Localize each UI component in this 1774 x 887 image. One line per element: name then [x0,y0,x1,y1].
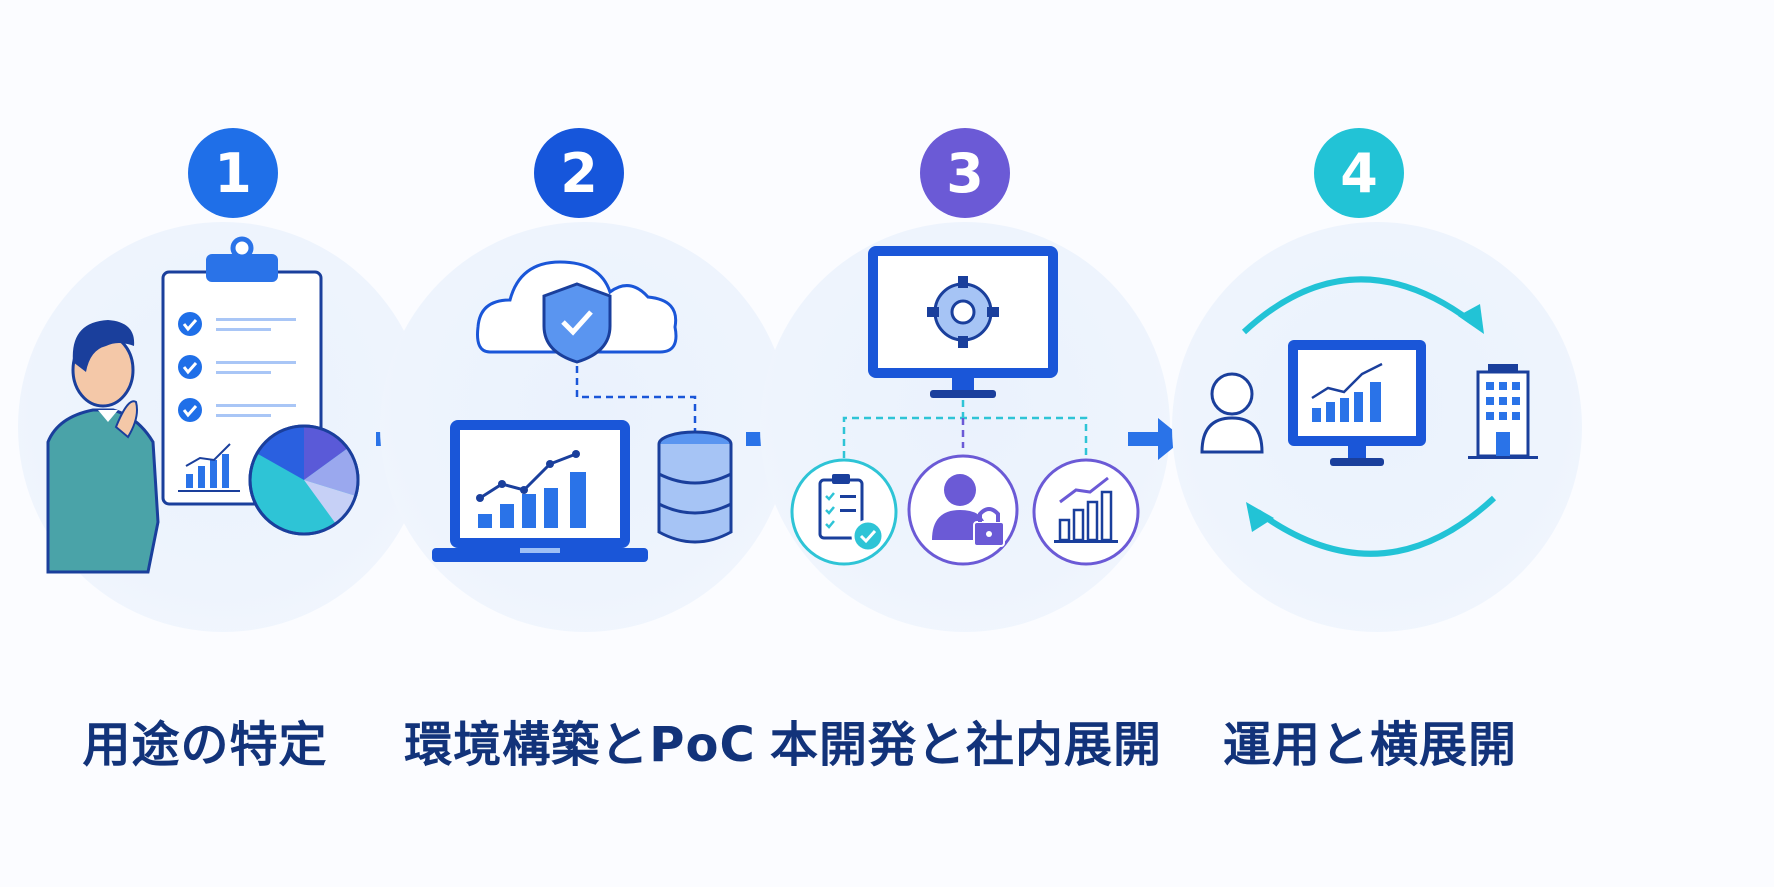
pie-chart-icon [248,424,360,536]
check-icon [178,312,202,336]
building-icon [1468,364,1538,459]
step-illustration [432,260,733,562]
check-icon [178,355,202,379]
shield-check-icon [542,282,612,364]
laptop-icon [432,420,648,562]
step-illustration [46,236,360,574]
gear-icon [927,276,999,348]
step-number-badge: 4 [1314,128,1404,218]
step-1: 1 [0,0,428,887]
cycle-arrows-icon [1241,276,1497,557]
database-icon [657,430,733,544]
step-3: 3 [756,0,1176,887]
step-2: 2 環境構築とPoC [380,0,800,887]
step-illustration [1200,276,1538,557]
step-number-badge: 2 [534,128,624,218]
step-label: 本開発と社内展開 [769,717,1162,773]
check-icon [178,398,202,422]
step-number-badge: 3 [920,128,1010,218]
user-lock-icon [907,454,1019,566]
user-icon [1200,372,1264,454]
arrow-right-icon [1128,418,1184,460]
step-number-badge: 1 [188,128,278,218]
step-label: 環境構築とPoC [404,717,756,773]
step-illustration [790,246,1140,566]
bar-chart-icon [1032,458,1140,566]
checklist-icon [790,458,898,566]
bar-chart-icon [178,443,240,492]
step-4: 4 [1148,0,1582,887]
person-icon [46,320,160,574]
step-label: 用途の特定 [82,717,328,773]
monitor-chart-icon [1288,340,1426,466]
step-label: 運用と横展開 [1222,717,1517,773]
